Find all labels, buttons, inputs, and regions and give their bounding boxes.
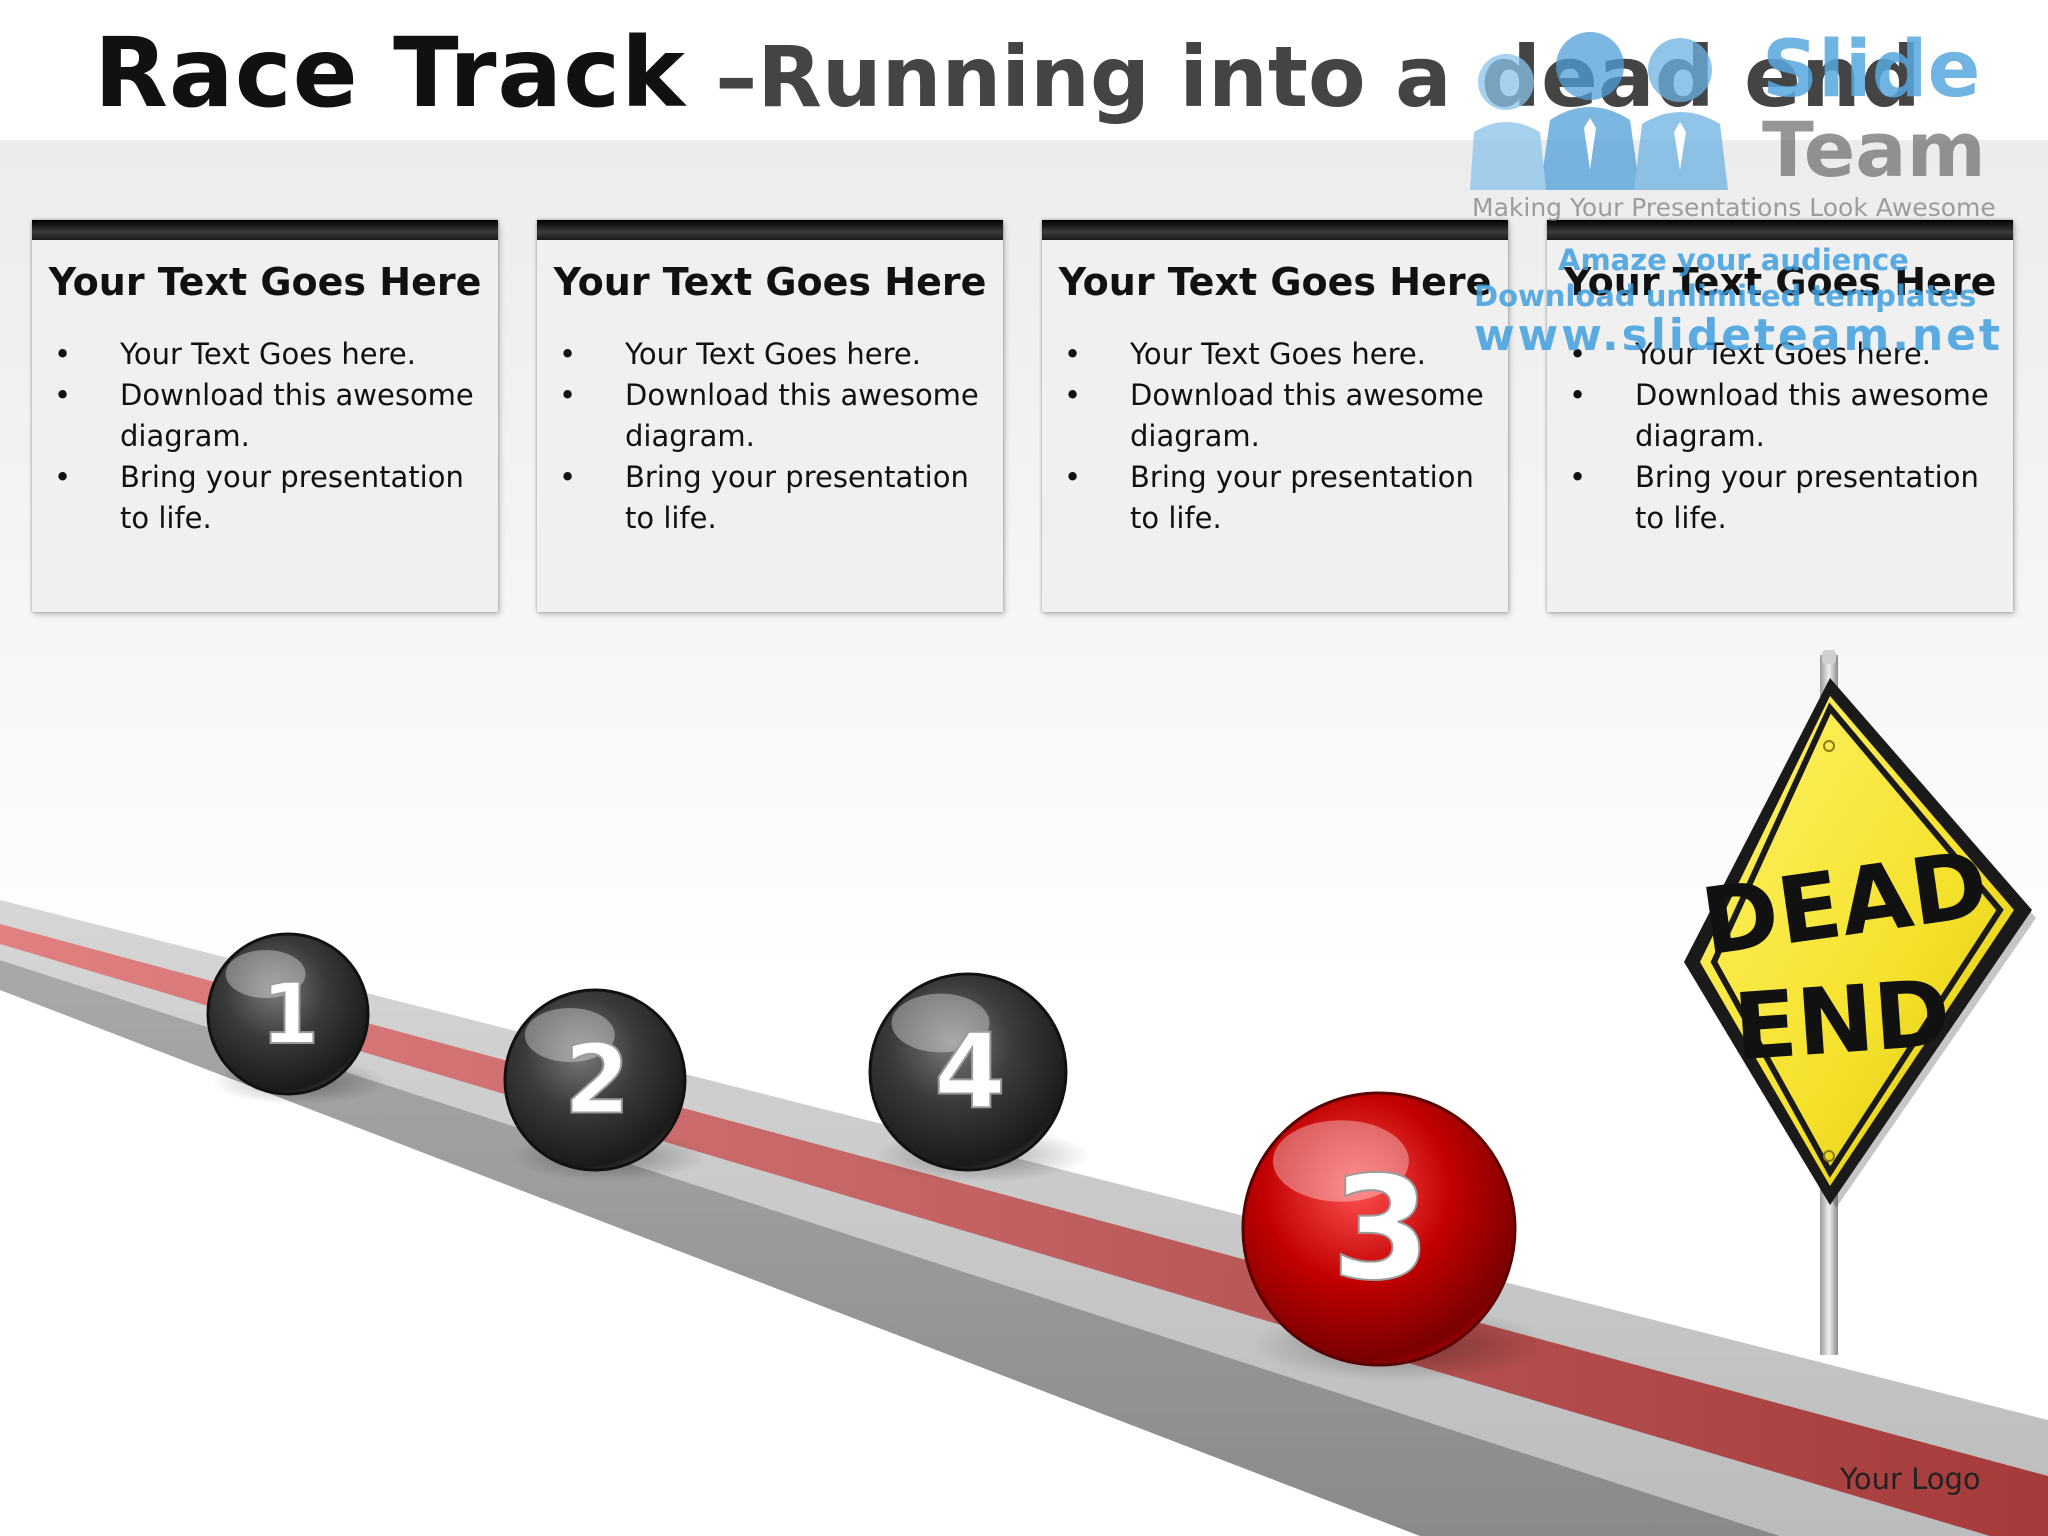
card-bullet-item: • Your Text Goes here. xyxy=(1064,334,1498,375)
card-heading: Your Text Goes Here xyxy=(1058,260,1492,304)
bullet-text: Your Text Goes here. xyxy=(625,337,921,371)
promo-line2: Download unlimited templates xyxy=(1474,279,1976,313)
bullet-icon: • xyxy=(1569,460,1587,494)
ball-number: 3 xyxy=(1331,1145,1431,1312)
sign-pole-cap xyxy=(1822,650,1836,664)
dead-end-sign: DEAD END xyxy=(1684,678,2036,1208)
card-bullet-item: • Download this awesome diagram. xyxy=(1569,375,2003,457)
card-heading: Your Text Goes Here xyxy=(48,260,482,304)
ball-sphere xyxy=(1241,1091,1517,1367)
ball-1: 1 xyxy=(206,932,388,1105)
ball-sphere xyxy=(206,932,370,1096)
promo-url: www.slideteam.net xyxy=(1474,310,2000,350)
bullet-text: Your Text Goes here. xyxy=(1635,337,1931,371)
card-bullet-item: • Bring your presentation to life. xyxy=(1064,457,1498,539)
bullet-text: Your Text Goes here. xyxy=(1130,337,1426,371)
ball-sphere xyxy=(868,972,1068,1172)
text-card-2: Your Text Goes Here • Your Text Goes here.… xyxy=(537,220,1003,612)
card-bullet-item: • Your Text Goes here. xyxy=(1569,334,2003,375)
bullet-text: Bring your presentation to life. xyxy=(1130,460,1474,535)
card-bullet-item: • Download this awesome diagram. xyxy=(54,375,488,457)
brand-tagline: Making Your Presentations Look Awesome xyxy=(1472,193,1996,222)
track-side xyxy=(0,960,1780,1536)
card-header-bar xyxy=(32,220,498,240)
bullet-text: Bring your presentation to life. xyxy=(1635,460,1979,535)
ball-number: 1 xyxy=(261,965,319,1063)
brand-team: Team xyxy=(1762,105,1986,194)
bullet-text: Your Text Goes here. xyxy=(120,337,416,371)
card-bullet-item: • Your Text Goes here. xyxy=(54,334,488,375)
bullet-icon: • xyxy=(1064,460,1082,494)
ball-highlight xyxy=(524,1008,615,1062)
bullet-icon: • xyxy=(1569,378,1587,412)
bullet-icon: • xyxy=(559,337,577,371)
bullet-text: Download this awesome diagram. xyxy=(625,378,979,453)
ball-number: 2 xyxy=(564,1025,630,1135)
card-bullet-list: • Your Text Goes here. • Download this awes… xyxy=(559,334,993,539)
ball-highlight xyxy=(225,950,306,998)
card-heading: Your Text Goes Here xyxy=(1563,260,1997,304)
slideteam-watermark: Slide Team Making Your Presentations Loo… xyxy=(1470,25,2000,350)
title-sub: Running into a dead end xyxy=(757,28,1921,126)
bullet-icon: • xyxy=(1064,337,1082,371)
balls: 1 2 4 3 xyxy=(206,932,1549,1383)
bullet-icon: • xyxy=(559,378,577,412)
ball-number: 4 xyxy=(934,1012,1006,1132)
card-bullet-item: • Your Text Goes here. xyxy=(559,334,993,375)
bullet-text: Download this awesome diagram. xyxy=(1635,378,1989,453)
card-bullet-item: • Bring your presentation to life. xyxy=(559,457,993,539)
bullet-text: Download this awesome diagram. xyxy=(120,378,474,453)
ball-2: 2 xyxy=(503,988,708,1182)
card-bullet-list: • Your Text Goes here. • Download this awes… xyxy=(54,334,488,539)
card-bullet-item: • Bring your presentation to life. xyxy=(54,457,488,539)
page-title: Race Track –Running into a dead end xyxy=(94,18,1921,132)
bullet-text: Bring your presentation to life. xyxy=(625,460,969,535)
card-heading: Your Text Goes Here xyxy=(553,260,987,304)
bullet-icon: • xyxy=(1064,378,1082,412)
card-bullet-list: • Your Text Goes here. • Download this awes… xyxy=(1569,334,2003,539)
bullet-icon: • xyxy=(54,460,72,494)
people-logo-icon xyxy=(1470,32,1728,190)
bullet-icon: • xyxy=(54,378,72,412)
ball-highlight xyxy=(891,993,990,1053)
card-bullet-item: • Download this awesome diagram. xyxy=(559,375,993,457)
text-card-1: Your Text Goes Here • Your Text Goes here.… xyxy=(32,220,498,612)
title-separator: – xyxy=(685,28,758,126)
text-card-4: Your Text Goes Here • Your Text Goes here.… xyxy=(1547,220,2013,612)
sign-text-line2: END xyxy=(1730,960,1953,1082)
card-bullet-list: • Your Text Goes here. • Download this awes… xyxy=(1064,334,1498,539)
bullet-icon: • xyxy=(1569,337,1587,371)
your-logo-placeholder: Your Logo xyxy=(1840,1462,1981,1496)
bullet-text: Bring your presentation to life. xyxy=(120,460,464,535)
card-header-bar xyxy=(1042,220,1508,240)
ball-4: 4 xyxy=(868,972,1091,1183)
brand-slide: Slide xyxy=(1762,25,1980,115)
bullet-text: Download this awesome diagram. xyxy=(1130,378,1484,453)
card-bullet-item: • Download this awesome diagram. xyxy=(1064,375,1498,457)
ball-highlight xyxy=(1272,1120,1409,1202)
bullet-icon: • xyxy=(54,337,72,371)
card-header-bar xyxy=(537,220,1003,240)
ball-sphere xyxy=(503,988,687,1172)
card-bullet-item: • Bring your presentation to life. xyxy=(1569,457,2003,539)
promo-line1: Amaze your audience xyxy=(1558,243,1909,277)
card-header-bar xyxy=(1547,220,2013,240)
ball-3: 3 xyxy=(1241,1091,1549,1383)
bullet-icon: • xyxy=(559,460,577,494)
title-main: Race Track xyxy=(94,17,686,129)
text-card-3: Your Text Goes Here • Your Text Goes here.… xyxy=(1042,220,1508,612)
